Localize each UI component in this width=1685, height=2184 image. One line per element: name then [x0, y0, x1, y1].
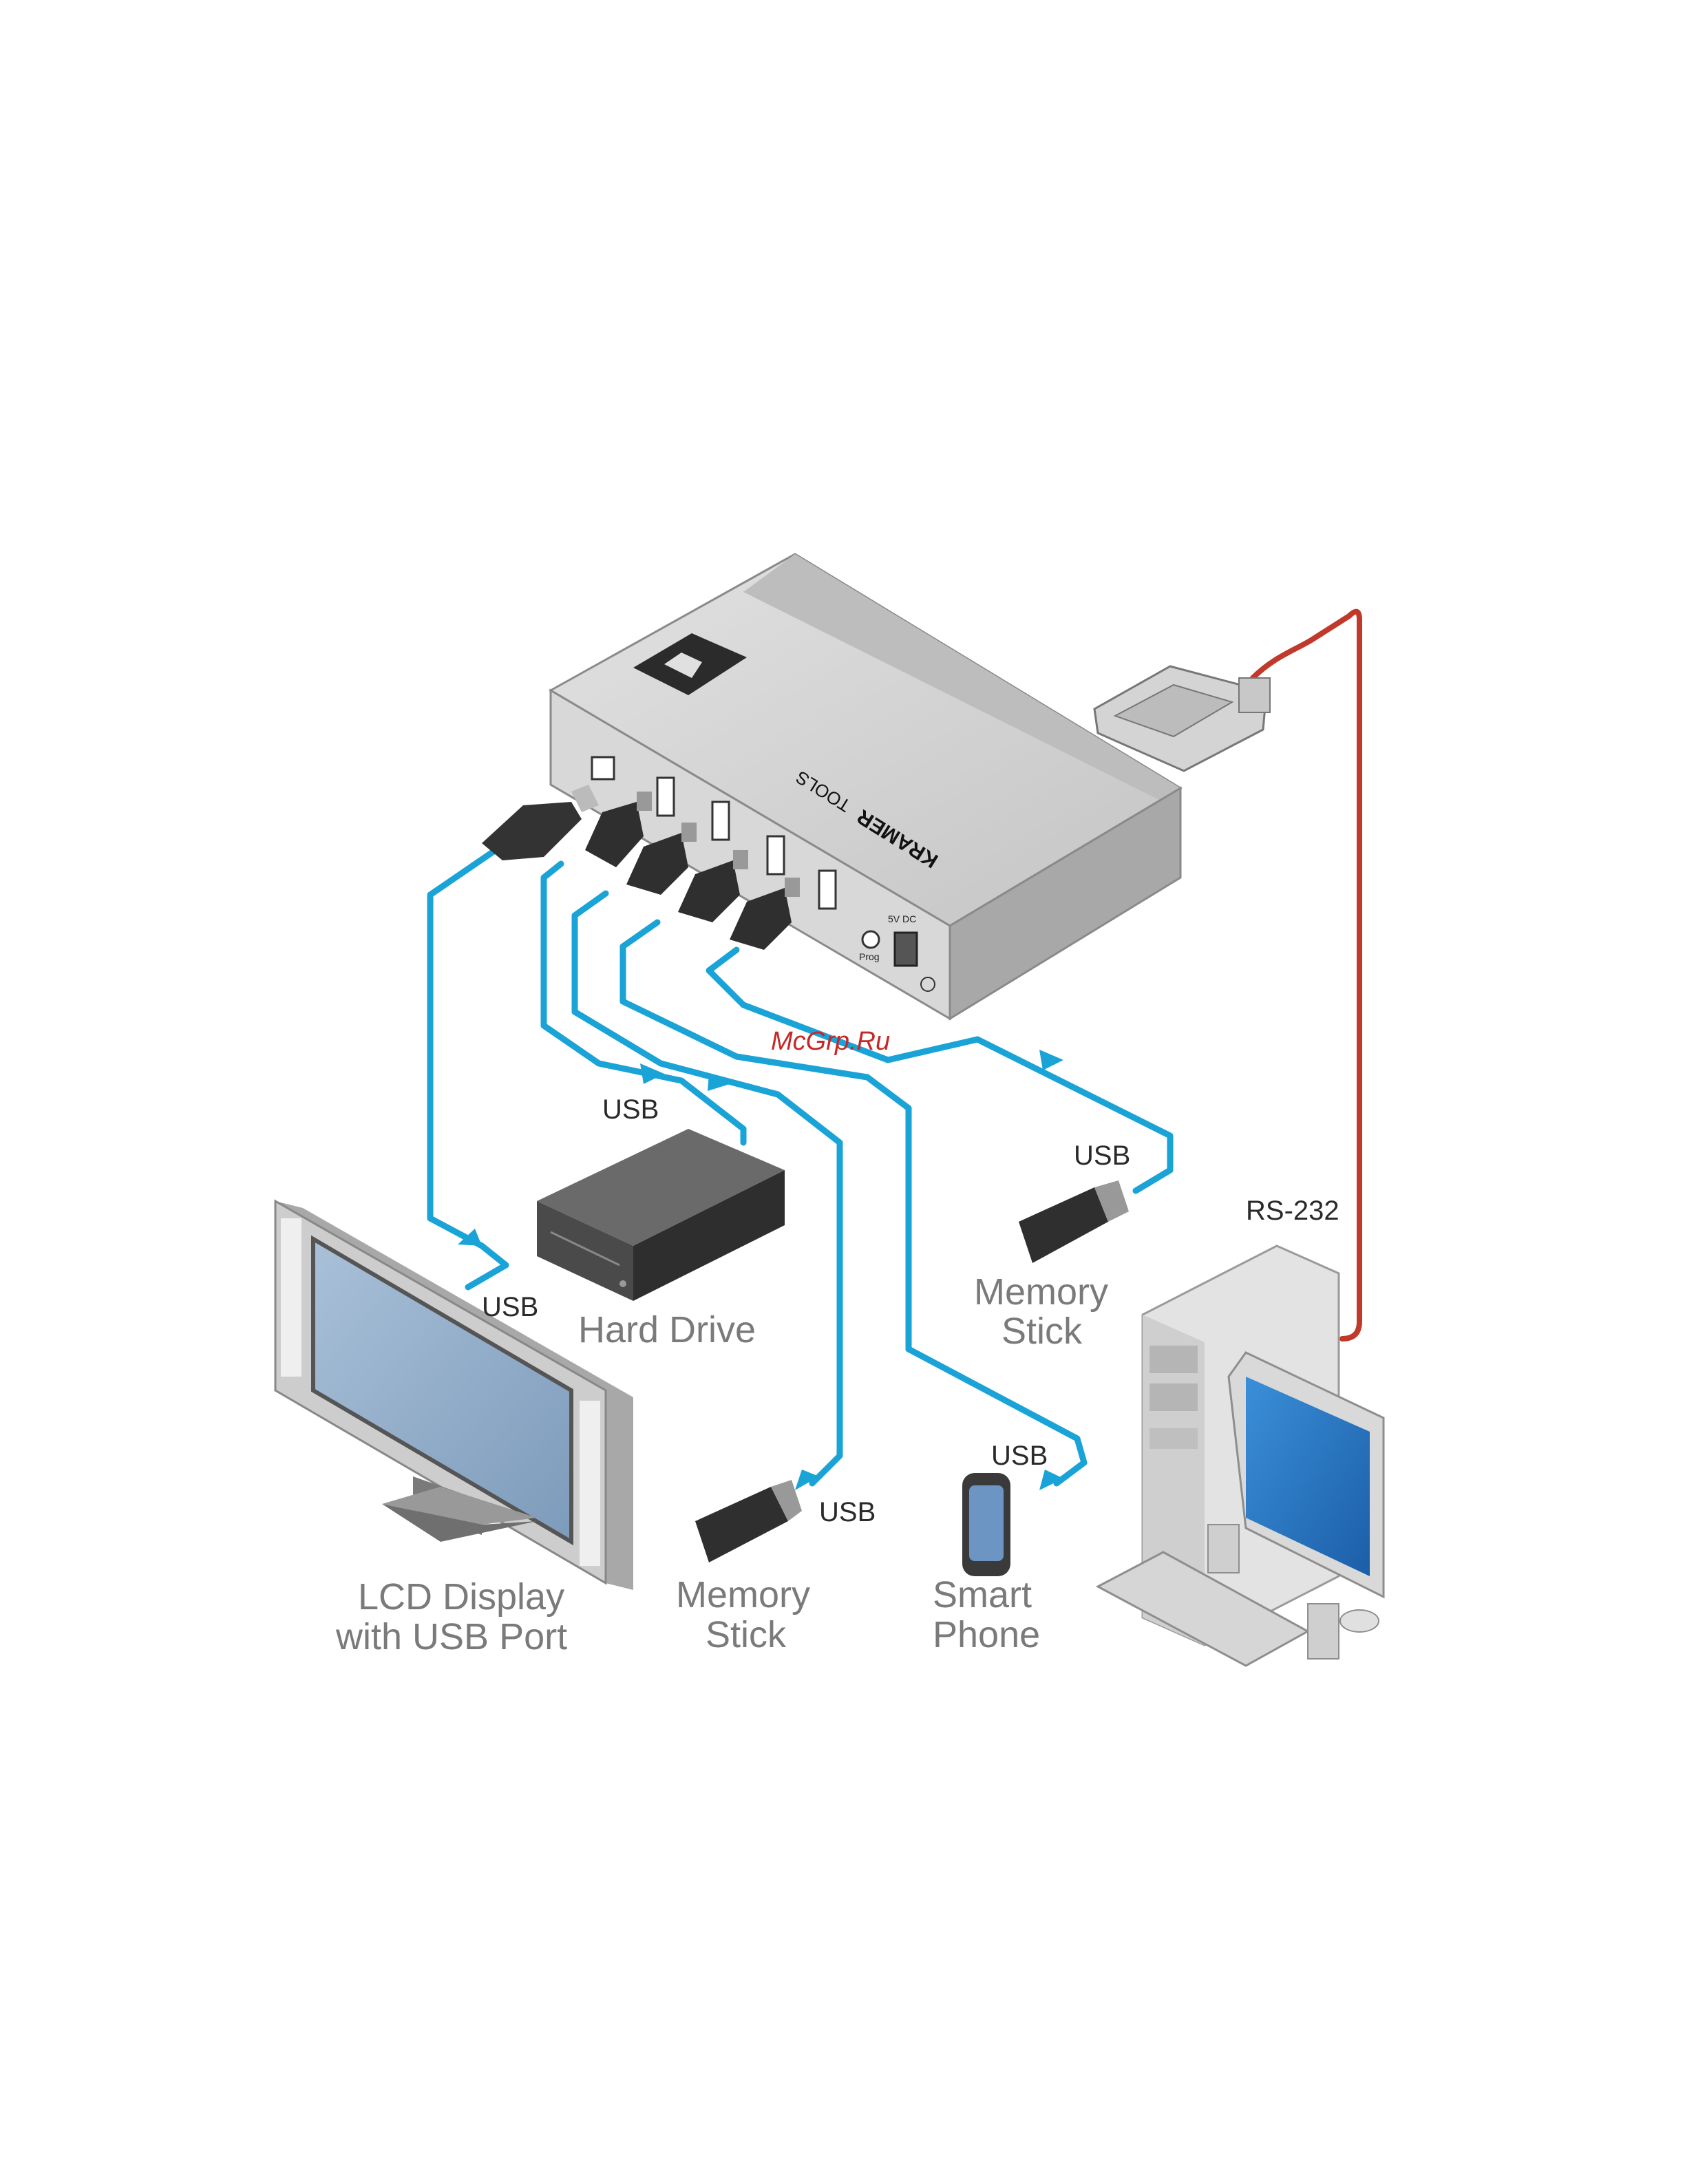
- smart-phone-label-line2: Phone: [933, 1614, 1040, 1655]
- rs232-cable: [1253, 612, 1359, 1339]
- usb-label-memory-stick-right: USB: [1074, 1141, 1130, 1171]
- prog-label: Prog: [859, 951, 880, 962]
- usb-port-2: [712, 802, 729, 840]
- usb-port-1: [657, 778, 674, 816]
- memory-stick-left-icon: [695, 1480, 802, 1562]
- lcd-label-line1: LCD Display: [358, 1576, 564, 1618]
- usb-input-port: [592, 757, 614, 779]
- usb-plug-input: [482, 785, 599, 860]
- memory-stick-right-label-line2: Stick: [1002, 1311, 1083, 1352]
- hard-drive-icon: [537, 1129, 785, 1301]
- usb-port-4: [819, 871, 836, 909]
- memory-stick-right-label-line1: Memory: [974, 1271, 1108, 1313]
- usb-label-lcd: USB: [482, 1292, 538, 1322]
- usb-label-memory-stick-left: USB: [819, 1497, 876, 1527]
- computer-icon: [1098, 1246, 1384, 1666]
- power-label: 5V DC: [888, 913, 916, 924]
- usb-port-3: [767, 836, 784, 874]
- memory-stick-right-icon: [1019, 1180, 1129, 1263]
- usb-label-smart-phone: USB: [991, 1441, 1048, 1471]
- usb-cable-lcd: [430, 850, 506, 1287]
- memory-stick-left-label-line2: Stick: [706, 1614, 787, 1655]
- memory-stick-left-label-line1: Memory: [676, 1574, 810, 1615]
- lcd-label-line2: with USB Port: [335, 1616, 567, 1657]
- rs232-label: RS-232: [1246, 1196, 1339, 1226]
- power-jack: [895, 933, 917, 966]
- usb-label-hard-drive: USB: [602, 1094, 659, 1125]
- hard-drive-label: Hard Drive: [578, 1309, 756, 1350]
- smart-phone-label-line1: Smart: [933, 1574, 1032, 1615]
- prog-button-icon: [862, 931, 879, 948]
- usb-hub-device: KRAMER TOOLS Prog 5V DC: [551, 554, 1180, 1019]
- smart-phone-icon: [962, 1473, 1010, 1576]
- watermark: McGrp.Ru: [771, 1027, 890, 1056]
